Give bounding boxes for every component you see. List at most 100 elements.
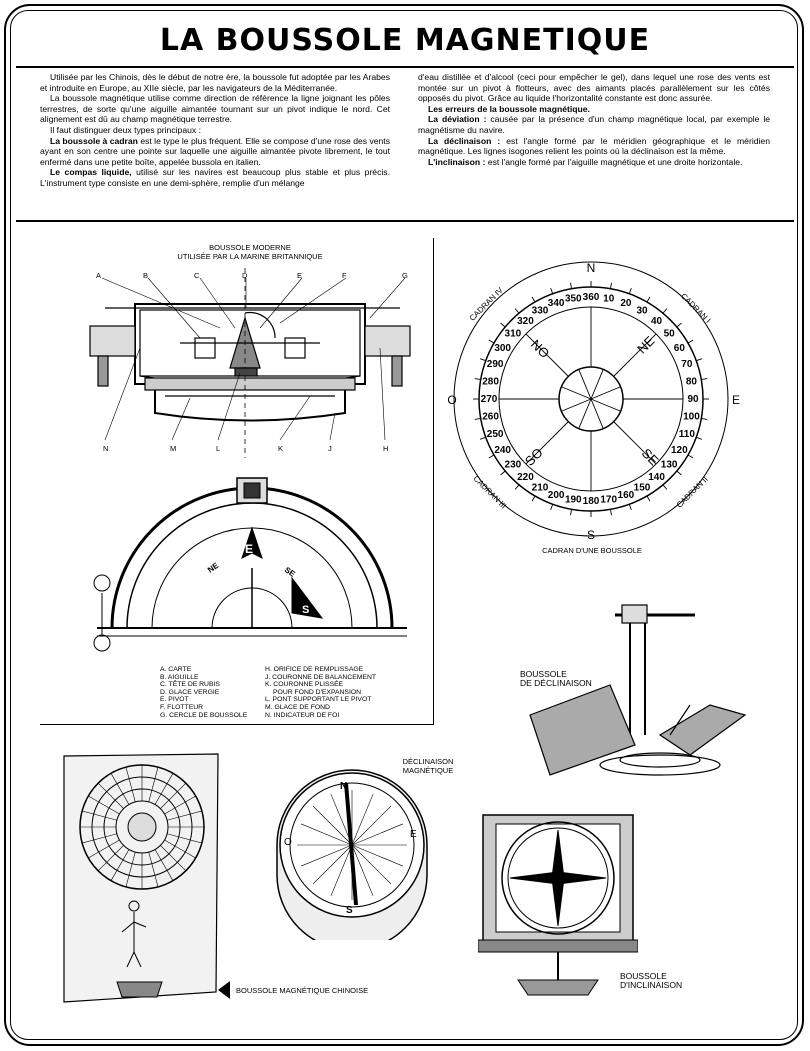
dial-center-spoke bbox=[590, 398, 621, 412]
page-frame-inner bbox=[10, 10, 798, 1040]
dial-tick bbox=[500, 322, 506, 328]
intro-paragraph: Le compas liquide, utilisé sur les navir… bbox=[40, 167, 390, 188]
small-compass-ray bbox=[330, 844, 353, 896]
dial-spoke bbox=[613, 421, 657, 465]
dial-degree-label: 190 bbox=[565, 494, 582, 505]
panel-divider-horizontal bbox=[40, 724, 434, 725]
dial-degree-label: 240 bbox=[494, 445, 511, 456]
dial-center-spoke bbox=[561, 386, 592, 400]
dial-cadran-2: CADRAN II bbox=[675, 475, 710, 510]
dial-tick bbox=[570, 509, 572, 516]
dial-degree-label: 130 bbox=[661, 460, 678, 471]
label-b: B bbox=[143, 271, 149, 280]
dial-center-spoke bbox=[561, 398, 592, 412]
dial-spoke bbox=[525, 421, 569, 465]
dial-spoke bbox=[525, 333, 569, 377]
chinese-compass-tick bbox=[148, 852, 159, 887]
dial-degree-label: 150 bbox=[634, 482, 651, 493]
declination-compass-drawing bbox=[529, 604, 747, 776]
dial-tick bbox=[550, 287, 554, 294]
dial-n-label: N bbox=[587, 261, 596, 275]
chinese-compass-tick bbox=[160, 782, 187, 809]
dial-tick bbox=[474, 418, 481, 420]
dial-tick bbox=[662, 308, 668, 314]
dial-spoke bbox=[613, 333, 657, 377]
label-n: N bbox=[103, 444, 109, 453]
dial-degree-label: 320 bbox=[517, 316, 534, 327]
chinese-compass-tick bbox=[125, 852, 136, 887]
cadran-term: La boussole à cadran bbox=[50, 135, 138, 146]
chinese-compass-tick bbox=[154, 849, 174, 881]
half-compass-e-label: E bbox=[245, 542, 253, 556]
dial-degree-label: 20 bbox=[620, 298, 632, 309]
dial-center-spoke bbox=[578, 398, 592, 429]
dial-tick bbox=[531, 296, 536, 303]
dial-tick bbox=[488, 454, 495, 459]
dial-degree-label: 50 bbox=[664, 328, 676, 339]
dial-degree-label: 210 bbox=[532, 482, 549, 493]
chinese-compass-panel bbox=[63, 753, 219, 1003]
dial-degree-label: 200 bbox=[548, 490, 565, 501]
small-compass-s: S bbox=[346, 905, 353, 916]
chinese-compass-tick bbox=[110, 773, 130, 805]
compass-top-view-drawing: E NE SE S bbox=[93, 477, 407, 652]
chinese-compass-tick bbox=[97, 782, 124, 809]
dial-tick bbox=[696, 436, 703, 440]
dial-tick bbox=[479, 358, 486, 362]
label-l: L bbox=[216, 444, 221, 453]
dial-tick bbox=[500, 470, 506, 476]
dial-degree-label: 80 bbox=[686, 376, 698, 387]
chinese-compass-tick bbox=[125, 767, 136, 802]
panel-divider-vertical bbox=[433, 238, 434, 724]
dial-center-spoke bbox=[590, 386, 621, 400]
dial-se-label: SE bbox=[639, 445, 662, 468]
half-compass-ne-label: NE bbox=[206, 561, 221, 575]
chinese-compass-tick bbox=[88, 839, 120, 859]
magnetic-declination-compass: N S E O bbox=[276, 769, 428, 940]
intro-paragraph: Utilisée par les Chinois, dès le début d… bbox=[40, 72, 390, 93]
dial-tick bbox=[701, 378, 708, 380]
label-e: E bbox=[297, 271, 303, 280]
dial-tick bbox=[646, 495, 651, 502]
chinese-compass-tick bbox=[164, 795, 196, 815]
chinese-compass-caption: BOUSSOLE MAGNÉTIQUE CHINOISE bbox=[236, 986, 369, 995]
liquide-term: Le compas liquide, bbox=[50, 167, 132, 178]
dial-degree-label: 30 bbox=[636, 306, 648, 317]
chinese-compass-tick bbox=[97, 845, 124, 872]
dial-tick bbox=[531, 495, 536, 502]
dial-tick bbox=[514, 484, 520, 490]
dial-tick bbox=[610, 282, 612, 289]
label-f: F bbox=[342, 271, 347, 280]
compass-cross-section-drawing bbox=[89, 268, 411, 458]
intro-paragraph: Il faut distinguer deux types principaux… bbox=[50, 124, 201, 135]
inclinaison-paragraph: L'inclinaison : est l'angle formé par l'… bbox=[428, 156, 743, 167]
dial-degree-label: 340 bbox=[548, 298, 565, 309]
dial-degree-label: 360 bbox=[583, 292, 600, 303]
inclinaison-term: L'inclinaison : bbox=[428, 156, 486, 167]
dial-tick bbox=[662, 484, 668, 490]
dial-degree-label: 330 bbox=[532, 306, 549, 317]
liquide-text: utilisé sur les navires est beaucoup plu… bbox=[40, 167, 390, 188]
small-compass-ray bbox=[312, 805, 353, 846]
chinese-compass-tick bbox=[88, 795, 120, 815]
small-compass-ray bbox=[351, 823, 403, 846]
dial-cadran-1: CADRAN I bbox=[679, 292, 712, 325]
dial-degree-label: 10 bbox=[603, 294, 615, 305]
title-bar: LA BOUSSOLE MAGNETIQUE bbox=[16, 16, 794, 68]
dial-degree-label: 300 bbox=[494, 343, 511, 354]
intro-paragraph: La boussole à cadran est le type le plus… bbox=[40, 136, 390, 168]
intro-paragraph: La boussole magnétique utilise comme dir… bbox=[40, 93, 390, 125]
dial-tick bbox=[676, 322, 682, 328]
modern-compass-caption: BOUSSOLE MODERNE UTILISÉE PAR LA MARINE … bbox=[177, 243, 323, 261]
chinese-compass-tick bbox=[110, 849, 130, 881]
label-h: H bbox=[383, 444, 389, 453]
dial-s-label: S bbox=[587, 528, 595, 542]
dial-degree-label: 350 bbox=[565, 294, 582, 305]
inclination-compass-drawing bbox=[478, 814, 638, 996]
small-compass-ray bbox=[312, 844, 353, 885]
magnetic-declination-caption: DÉCLINAISON MAGNÉTIQUE bbox=[402, 757, 454, 775]
intro-paragraph: d'eau distillée et d'alcool (ceci pour e… bbox=[418, 72, 770, 104]
dial-tick bbox=[479, 436, 486, 440]
